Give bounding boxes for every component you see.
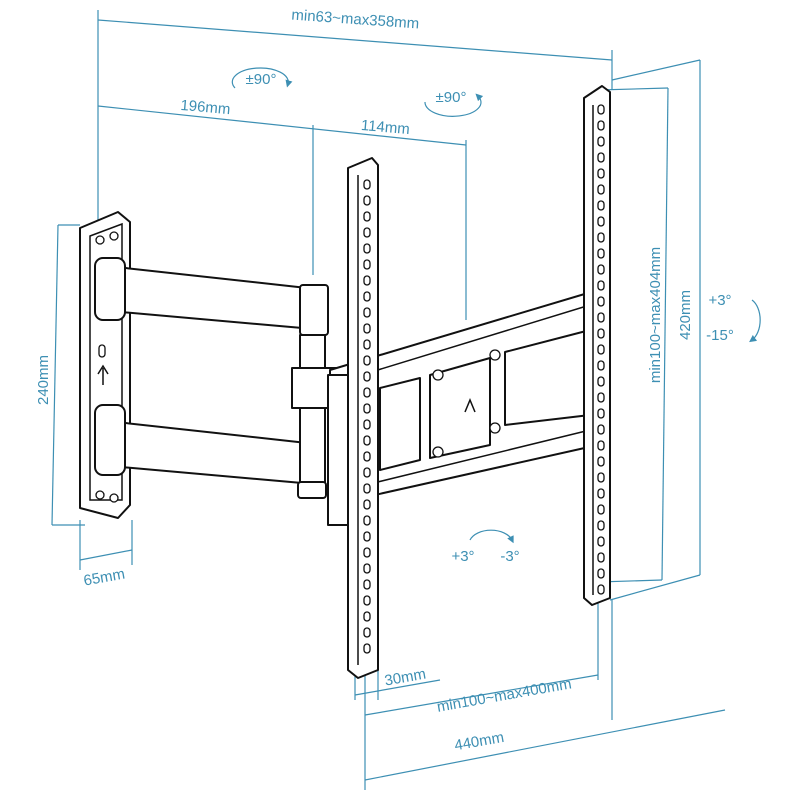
label-level-plus: +3° <box>451 548 474 565</box>
plate-slot <box>363 195 371 206</box>
plate-slot <box>363 531 371 542</box>
plate-slot <box>597 152 605 163</box>
plate-slot <box>363 595 371 606</box>
plate-slot <box>363 275 371 286</box>
plate-slot <box>363 387 371 398</box>
plate-slot <box>363 563 371 574</box>
tv-plate-left <box>347 157 379 679</box>
label-tilt-down: -15° <box>706 327 734 344</box>
label-total-width: 440mm <box>453 729 505 754</box>
plate-slot <box>363 627 371 638</box>
plate-slot <box>597 568 605 579</box>
plate-slot <box>597 136 605 147</box>
label-tilt-up: +3° <box>708 292 731 309</box>
label-level-minus: -3° <box>500 548 519 565</box>
plate-slot <box>597 408 605 419</box>
articulating-arms <box>94 257 338 499</box>
plate-slot <box>363 419 371 430</box>
plate-slot <box>363 227 371 238</box>
plate-slot <box>363 579 371 590</box>
plate-slot <box>363 547 371 558</box>
plate-slot <box>597 344 605 355</box>
plate-slot <box>597 296 605 307</box>
plate-slot <box>363 467 371 478</box>
plate-slot <box>363 355 371 366</box>
plate-slot <box>363 243 371 254</box>
plate-slot <box>363 403 371 414</box>
label-total-depth: min63~max358mm <box>291 7 420 33</box>
label-swivel-tv: ±90° <box>436 89 467 106</box>
plate-slot <box>597 584 605 595</box>
plate-slot <box>597 504 605 515</box>
plate-slot <box>597 184 605 195</box>
plate-slot <box>363 611 371 622</box>
plate-slot <box>597 200 605 211</box>
plate-slot <box>597 552 605 563</box>
plate-slot <box>597 424 605 435</box>
plate-slot <box>597 232 605 243</box>
plate-slot <box>597 488 605 499</box>
plate-slot <box>597 104 605 115</box>
dimension-lines <box>51 10 761 790</box>
plate-slot <box>597 376 605 387</box>
label-vesa-horizontal: min100~max400mm <box>436 675 573 715</box>
plate-slot <box>597 248 605 259</box>
plate-slot <box>363 483 371 494</box>
label-arm-length: 196mm <box>180 97 231 118</box>
plate-slot <box>363 643 371 654</box>
plate-slot <box>363 339 371 350</box>
plate-slot <box>363 259 371 270</box>
plate-slot <box>597 520 605 531</box>
plate-slot <box>363 435 371 446</box>
label-plate-height: 420mm <box>677 290 694 340</box>
plate-slot <box>363 499 371 510</box>
plate-slot <box>363 323 371 334</box>
vesa-holes <box>363 104 605 654</box>
plate-slot <box>363 307 371 318</box>
label-vesa-vertical: min100~max404mm <box>647 247 664 383</box>
dimension-labels: min63~max358mm ±90° ±90° 196mm 114mm 240… <box>35 7 734 755</box>
plate-slot <box>597 536 605 547</box>
plate-slot <box>597 392 605 403</box>
label-swivel-wall: ±90° <box>246 71 277 88</box>
label-arm-offset: 114mm <box>360 117 410 138</box>
label-plate-width: 30mm <box>383 666 427 690</box>
plate-slot <box>597 264 605 275</box>
plate-slot <box>597 328 605 339</box>
plate-slot <box>597 360 605 371</box>
plate-slot <box>363 211 371 222</box>
plate-slot <box>597 472 605 483</box>
plate-slot <box>597 216 605 227</box>
plate-slot <box>597 168 605 179</box>
label-wall-plate-width: 65mm <box>82 566 126 590</box>
plate-slot <box>597 312 605 323</box>
label-wall-plate-height: 240mm <box>35 355 52 405</box>
plate-slot <box>597 456 605 467</box>
plate-slot <box>363 291 371 302</box>
plate-slot <box>597 440 605 451</box>
tv-plate-right <box>583 85 611 606</box>
plate-slot <box>363 451 371 462</box>
plate-slot <box>363 179 371 190</box>
plate-slot <box>363 371 371 382</box>
plate-slot <box>597 280 605 291</box>
plate-slot <box>597 120 605 131</box>
plate-slot <box>363 515 371 526</box>
